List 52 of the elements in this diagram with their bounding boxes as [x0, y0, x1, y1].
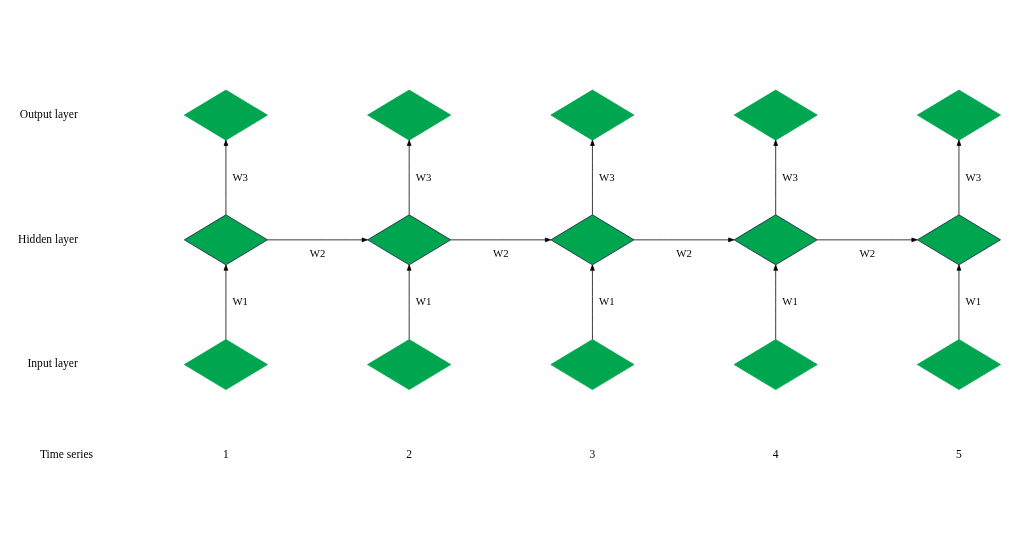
- arrow: [267, 237, 368, 242]
- edge-label: W1: [598, 294, 615, 307]
- edge-label: W2: [676, 246, 692, 259]
- node-diamond: [183, 89, 268, 140]
- edge-label: W1: [965, 294, 982, 307]
- arrow: [816, 237, 918, 242]
- label: Output layer: [19, 107, 78, 120]
- label: 2: [406, 447, 413, 460]
- arrow: [223, 264, 229, 340]
- edge-label: W3: [598, 170, 615, 183]
- edge-label: W1: [232, 294, 248, 307]
- node-diamond: [550, 213, 635, 265]
- edge-label: W3: [782, 170, 798, 183]
- arrow: [406, 139, 412, 215]
- node-diamond: [733, 338, 818, 390]
- arrow: [773, 264, 778, 340]
- label: Time series: [39, 447, 94, 460]
- node-diamond: [367, 213, 452, 265]
- label: 1: [223, 447, 229, 460]
- arrow: [223, 139, 229, 215]
- arrow: [590, 264, 595, 340]
- label: 3: [589, 447, 596, 460]
- arrow: [633, 237, 735, 242]
- node-diamond: [183, 213, 268, 265]
- node-diamond: [917, 89, 1001, 140]
- label: Input layer: [27, 356, 78, 369]
- node-diamond: [367, 89, 452, 140]
- edge-label: W1: [782, 294, 798, 307]
- edge-label: W3: [965, 170, 982, 183]
- node-diamond: [917, 338, 1001, 390]
- node-diamond: [367, 338, 452, 390]
- arrow: [450, 237, 552, 242]
- edge-label: W3: [232, 170, 248, 183]
- edge-label: W2: [493, 246, 509, 259]
- node-diamond: [917, 213, 1001, 265]
- edge-label: W2: [859, 246, 876, 259]
- label: 5: [956, 447, 962, 460]
- label: 4: [772, 447, 779, 460]
- node-diamond: [550, 338, 635, 390]
- arrow: [956, 139, 962, 215]
- edge-label: W3: [415, 170, 432, 183]
- node-diamond: [733, 89, 818, 140]
- arrow: [406, 264, 412, 340]
- node-diamond: [183, 338, 268, 390]
- arrow: [773, 139, 778, 215]
- edge-label: W2: [309, 246, 326, 259]
- node-diamond: [550, 89, 635, 140]
- label: Hidden layer: [18, 232, 78, 245]
- arrow: [956, 264, 962, 340]
- node-diamond: [733, 213, 818, 265]
- arrow: [590, 139, 595, 215]
- edge-label: W1: [415, 294, 432, 307]
